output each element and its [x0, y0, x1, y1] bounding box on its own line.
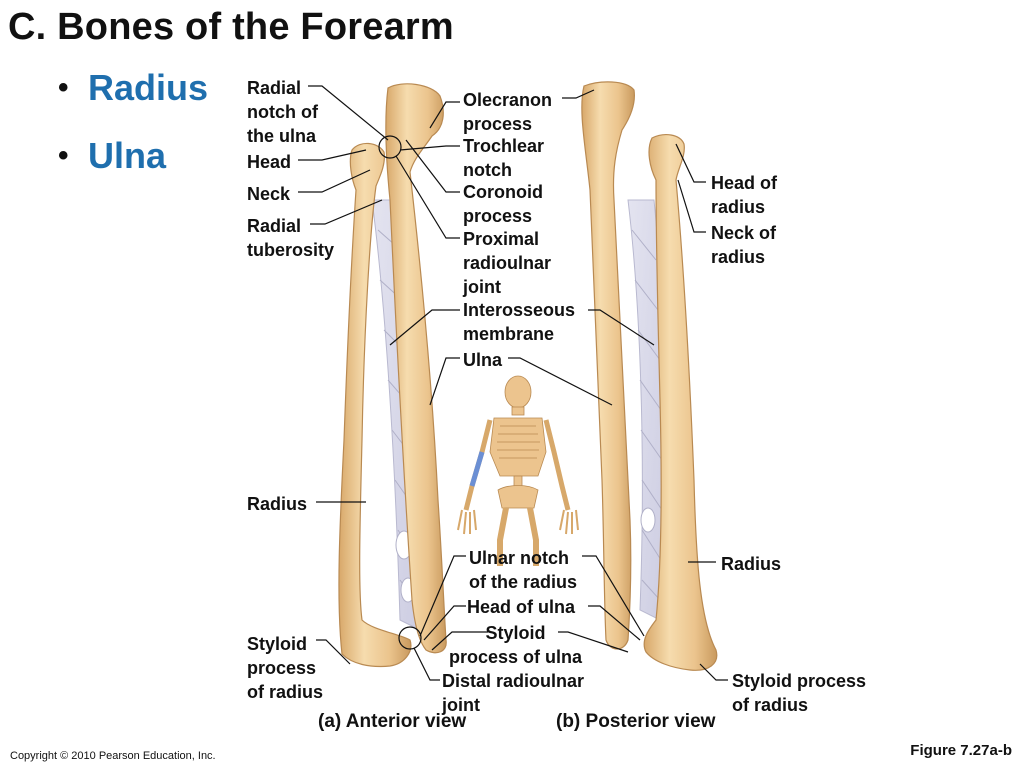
label-styloid-process-ulna: Styloid process of ulna [449, 623, 583, 667]
proximal-joint-marker [378, 135, 402, 159]
label-head-of-ulna: Head of ulna [467, 597, 576, 617]
caption-posterior-view: (b) Posterior view [556, 711, 716, 732]
label-ulnar-notch-of-radius: Ulnar notch of the radius [469, 548, 578, 592]
label-radial-tuberosity: Radial tuberosity [247, 216, 335, 260]
label-radius-posterior: Radius [721, 554, 782, 574]
caption-anterior-view: (a) Anterior view [318, 711, 467, 732]
label-neck: Neck [247, 184, 291, 204]
bullet-radius-text: Radius [88, 67, 209, 108]
label-ulna: Ulna [463, 350, 503, 370]
label-neck-of-radius: Neck of radius [711, 223, 777, 267]
ulna-anterior [385, 83, 447, 654]
skeleton-figure [457, 375, 579, 566]
label-head-of-radius: Head of radius [711, 173, 778, 217]
bullet-ulna: • Ulna [58, 134, 208, 202]
label-distal-radioulnar-joint: Distal radioulnar joint [442, 671, 585, 715]
anterior-view [338, 83, 447, 668]
label-interosseous-membrane: Interosseous membrane [463, 300, 576, 344]
posterior-view [581, 81, 718, 671]
membrane-opening [640, 507, 656, 533]
radius-posterior [643, 134, 718, 671]
label-radial-notch-of-ulna: Radial notch of the ulna [247, 78, 318, 146]
radius-anterior [338, 142, 412, 668]
highlighted-forearm [469, 451, 485, 487]
bullet-radius: • Radius [58, 66, 208, 134]
label-head: Head [247, 152, 292, 172]
figure-number: Figure 7.27a-b [910, 742, 1012, 759]
bullet-list: • Radius • Ulna [58, 66, 208, 202]
bullet-dot-icon: • [58, 139, 69, 172]
label-coronoid-process: Coronoid process [463, 182, 543, 226]
slide-title: C. Bones of the Forearm [8, 6, 454, 48]
copyright-text: Copyright © 2010 Pearson Education, Inc. [10, 750, 216, 762]
label-radius-anterior: Radius [247, 494, 308, 514]
label-trochlear-notch: Trochlear notch [463, 136, 545, 180]
label-proximal-radioulnar-joint: Proximal radioulnar joint [463, 229, 552, 297]
label-styloid-process-radius-posterior: Styloid process of radius [732, 671, 867, 715]
bullet-ulna-text: Ulna [88, 135, 167, 176]
leader-lines [298, 85, 728, 681]
label-olecranon-process: Olecranon process [463, 90, 553, 134]
ulna-posterior [581, 81, 635, 650]
bullet-dot-icon: • [58, 71, 69, 104]
label-styloid-process-radius-anterior: Styloid process of radius [247, 634, 324, 702]
membrane-fibers [631, 229, 663, 601]
distal-joint-marker [398, 626, 422, 650]
